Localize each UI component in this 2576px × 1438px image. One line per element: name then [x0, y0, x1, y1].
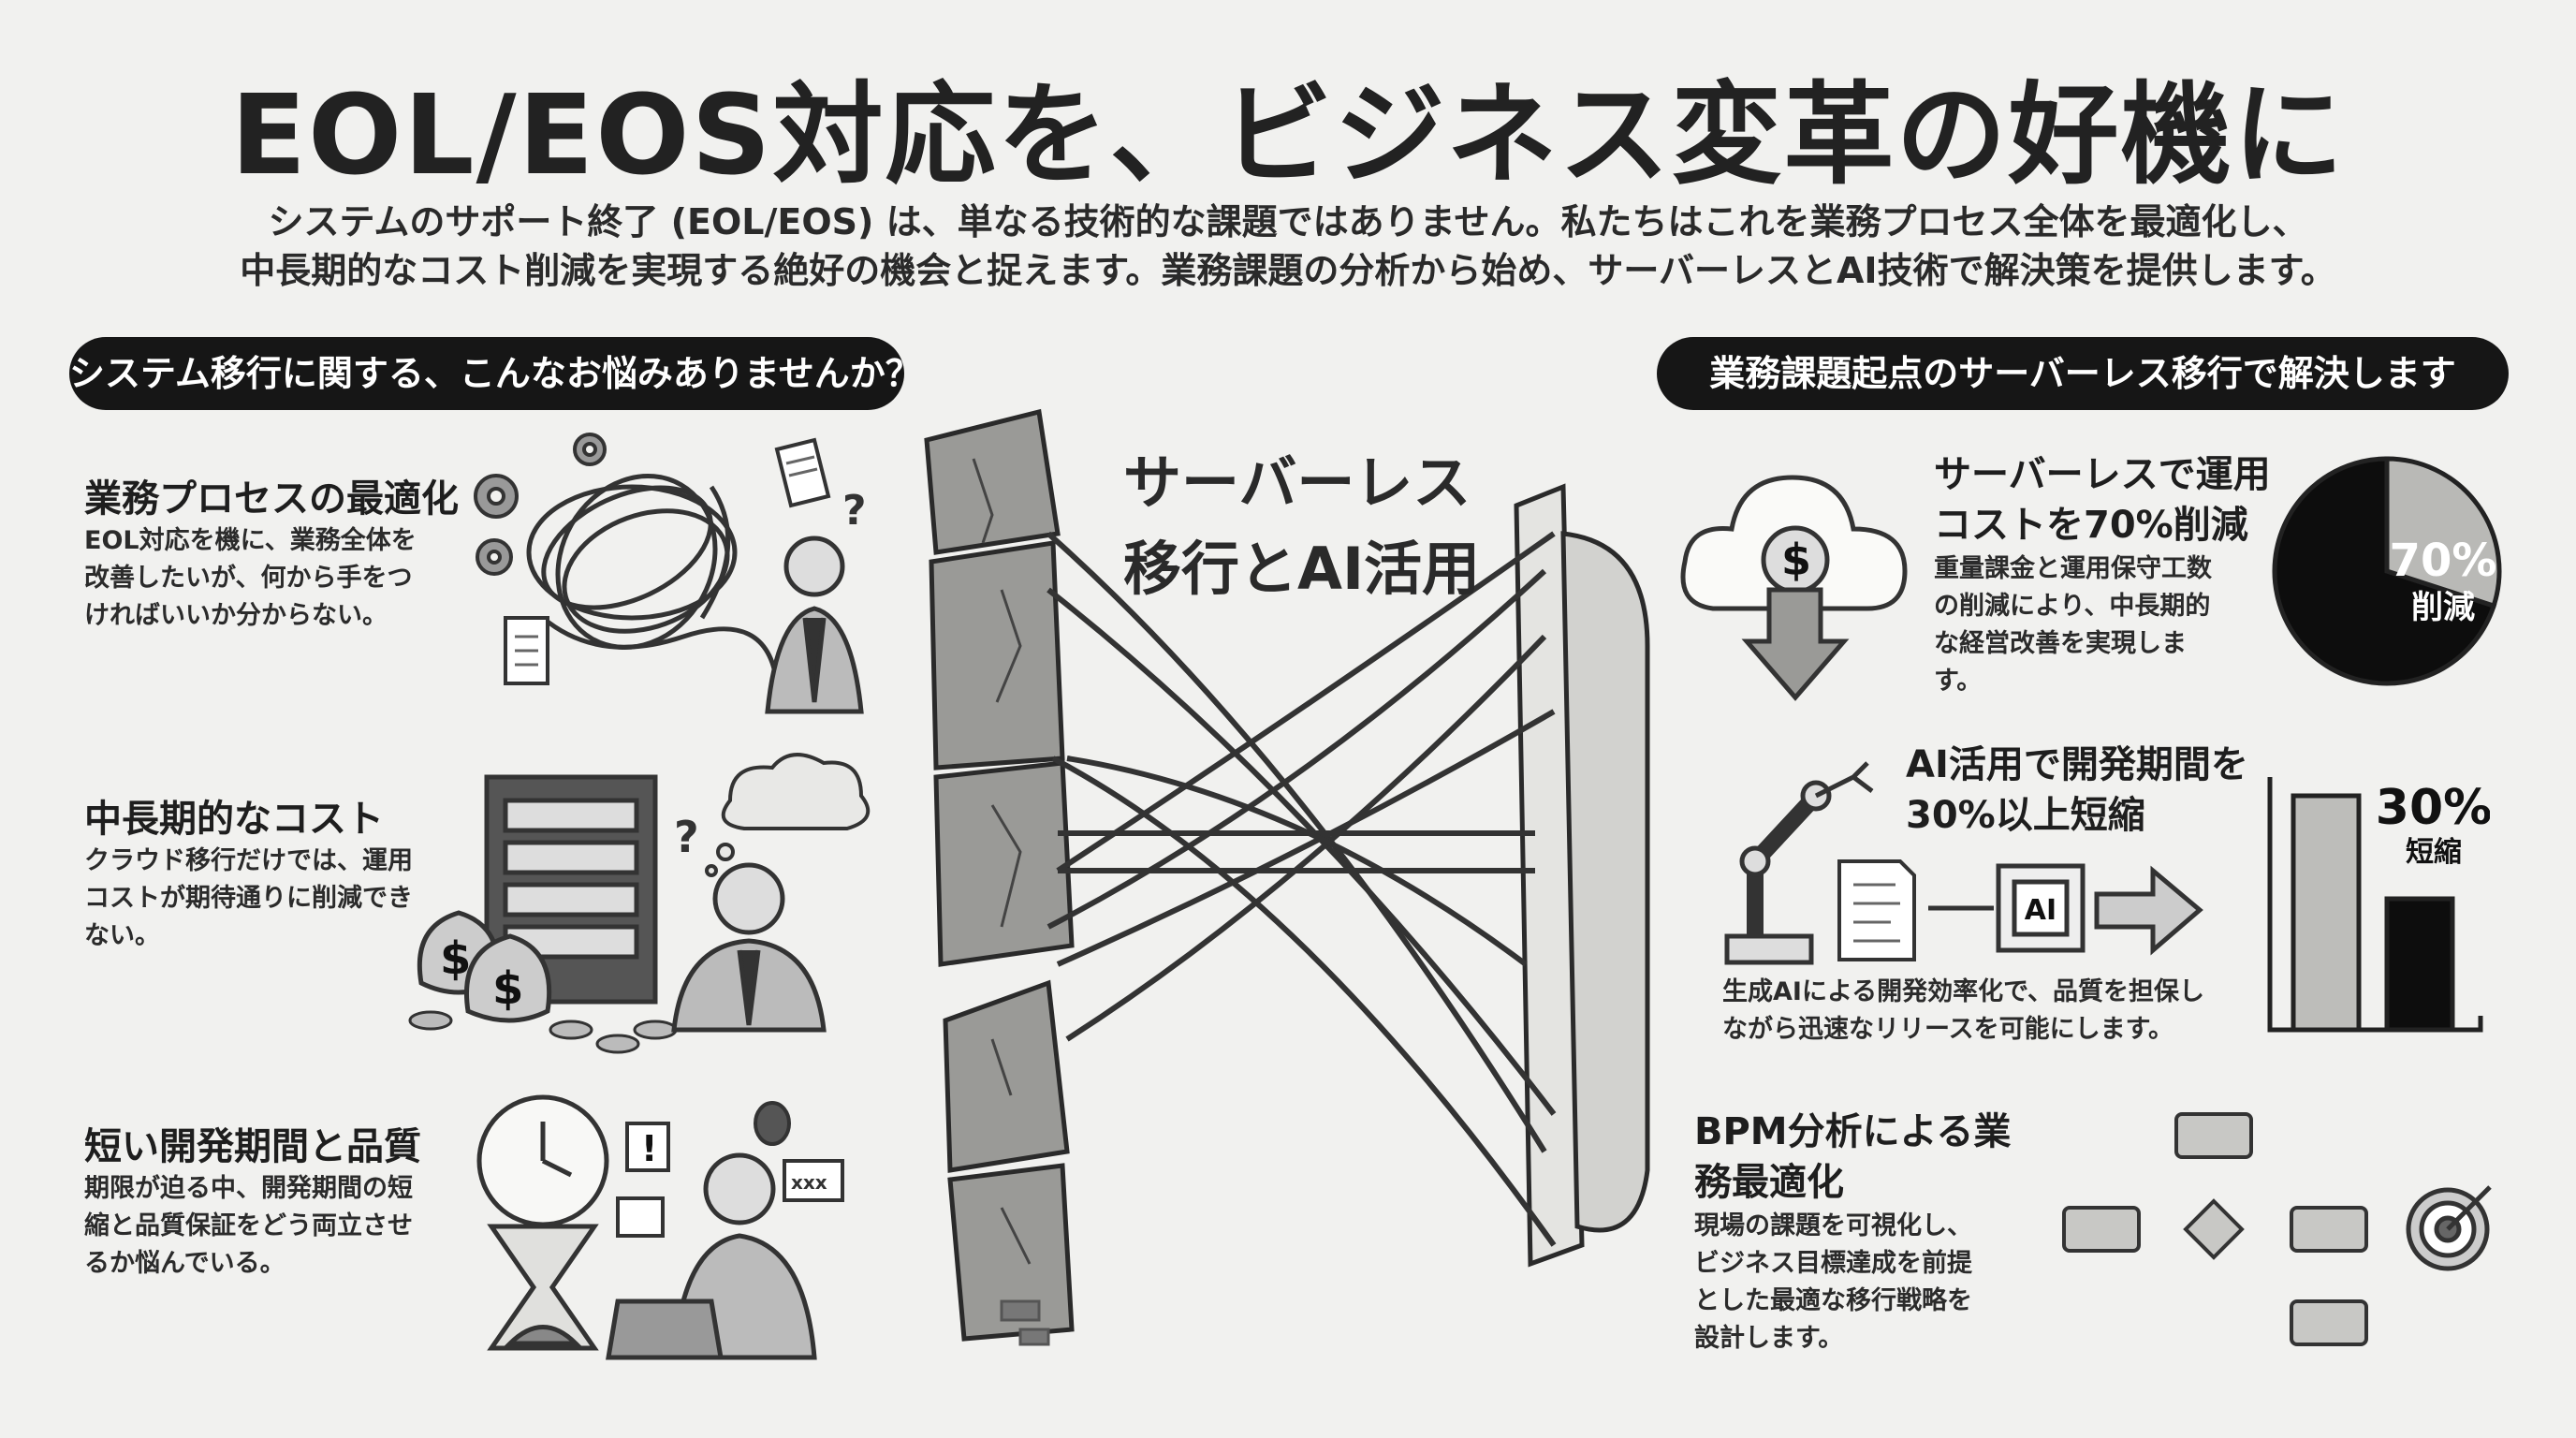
svg-text:AI: AI — [2025, 894, 2056, 927]
problem-3-desc: 期限が迫る中、開発期間の短 縮と品質保証をどう両立させ るか悩んでいる。 — [84, 1174, 413, 1278]
svg-text:?: ? — [842, 487, 867, 535]
solution-1-title: サーバーレスで運用 コストを70%削減 — [1934, 453, 2271, 547]
problem-2-title: 中長期的なコスト — [84, 798, 384, 841]
cost-reduction-pie: 70% 削減 — [2272, 456, 2502, 686]
solution-3-desc: 現場の課題を可視化し、 ビジネス目標達成を前提 とした最適な移行戦略を 設計しま… — [1694, 1211, 1972, 1353]
pie-slice-1 — [2384, 456, 2502, 609]
problem-1-desc: EOL対応を機に、業務全体を 改善したいが、何から手をつ ければいいか分からない… — [84, 526, 417, 630]
svg-text:!: ! — [641, 1128, 657, 1169]
target-icon — [2406, 1185, 2492, 1271]
bpm-flow-icon — [2062, 1112, 2492, 1346]
bar-1 — [2384, 896, 2455, 1033]
svg-text:xxx: xxx — [791, 1171, 827, 1194]
problems-header-pill: システム移行に関する、こんなお悩みありませんか？ — [69, 337, 921, 410]
dev-time-bar-chart: 30% 短縮 — [2267, 777, 2490, 1033]
problem-3-title: 短い開発期間と品質 — [84, 1125, 421, 1168]
solution-2-desc: 生成AIによる開発効率化で、品質を担保し ながら迅速なリリースを可能にします。 — [1722, 977, 2205, 1044]
hourglass-stress-icon: ! xxx — [476, 1094, 844, 1360]
problem-2-desc: クラウド移行だけでは、運用 コストが期待通りに削減でき ない。 — [84, 846, 413, 950]
dollar-icon: $ — [440, 932, 471, 985]
solution-2-title: AI活用で開発期間を 30%以上短縮 — [1906, 743, 2248, 837]
pie-slice-0 — [2272, 456, 2497, 686]
solution-3-title: BPM分析による業 務最適化 — [1694, 1110, 2012, 1204]
page-title: EOL/EOS対応を、ビジネス変革の好機に — [230, 70, 2346, 199]
server-cost-icon: ? $ $ — [408, 753, 871, 1054]
pie-label-big: 70% — [2390, 535, 2497, 587]
svg-text:$: $ — [1781, 535, 1811, 585]
svg-text:?: ? — [674, 812, 699, 862]
problem-1-title: 業務プロセスの最適化 — [84, 477, 459, 521]
ai-dev-flow-icon: AI — [1724, 761, 2203, 965]
bar-label-big: 30% — [2376, 780, 2490, 836]
cloud-cost-down-icon: $ — [1680, 475, 1908, 701]
bar-0 — [2291, 793, 2362, 1033]
bridge-illustration — [924, 408, 1650, 1346]
solutions-header-pill: 業務課題起点のサーバーレス移行で解決します — [1657, 337, 2509, 410]
intro-line-2: 中長期的なコスト削減を実現する絶好の機会と捉えます。業務課題の分析から始め、サー… — [240, 250, 2336, 291]
intro-line-1: システムのサポート終了 (EOL/EOS) は、単なる技術的な課題ではありません… — [268, 201, 2308, 242]
bridge-label: サーバーレス 移行とAI活用 — [1123, 448, 1481, 603]
svg-text:$: $ — [492, 962, 523, 1015]
tangled-process-icon: ? — [474, 433, 867, 714]
pie-label-small: 削減 — [2411, 589, 2475, 626]
bar-label-small: 短縮 — [2406, 836, 2462, 869]
solution-1-desc: 重量課金と運用保守工数 の削減により、中長期的 な経営改善を実現しま す。 — [1934, 554, 2212, 696]
